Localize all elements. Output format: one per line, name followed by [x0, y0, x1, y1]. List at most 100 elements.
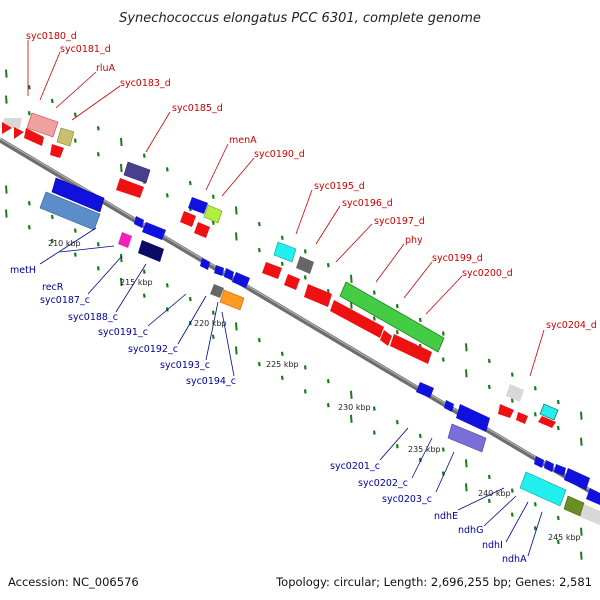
feature-arrow-j[interactable] [516, 412, 528, 424]
label-syc0200_d[interactable]: syc0200_d [462, 268, 513, 279]
feature-grey-end[interactable] [580, 504, 600, 525]
feature-arrow-g[interactable] [284, 274, 300, 290]
feature-arrow-r4[interactable] [444, 400, 454, 412]
feature-syc0183[interactable] [24, 128, 44, 146]
feature-ndhA[interactable] [563, 495, 585, 517]
tick-mark [96, 266, 100, 271]
feature-arrow-d[interactable] [180, 211, 196, 227]
label-metH[interactable]: metH [10, 265, 36, 276]
feature-syc0199[interactable] [330, 300, 384, 338]
feature-arrow-r3[interactable] [224, 268, 234, 280]
feature-metH-blue[interactable] [51, 177, 105, 213]
label-rluA[interactable]: rluA [96, 63, 116, 74]
feature-arrow-r1[interactable] [134, 216, 144, 228]
tick-mark [188, 296, 192, 302]
label-syc0191_c[interactable]: syc0191_c [98, 327, 148, 338]
feature-syc0200[interactable] [390, 334, 432, 364]
tick-mark [211, 334, 215, 339]
tick-mark [510, 398, 514, 403]
tick-mark [211, 220, 215, 225]
feature-syc0202[interactable] [456, 404, 490, 432]
feature-reverse-blue-a[interactable] [188, 197, 208, 214]
label-syc0193_c[interactable]: syc0193_c [160, 360, 210, 371]
feature-syc0203[interactable] [447, 423, 487, 453]
label-syc0181_d[interactable]: syc0181_d [60, 44, 111, 55]
feature-recR[interactable] [118, 232, 132, 248]
feature-syc0197[interactable] [304, 284, 332, 307]
feature-arrow-r2[interactable] [214, 265, 224, 276]
feature-syc0191[interactable] [200, 258, 210, 270]
feature-phy[interactable] [339, 281, 445, 353]
label-syc0199_d[interactable]: syc0199_d [432, 253, 483, 264]
feature-metH[interactable] [39, 191, 101, 231]
label-syc0196_d[interactable]: syc0196_d [342, 198, 393, 209]
label-syc0197_d[interactable]: syc0197_d [374, 216, 425, 227]
feature-syc0196[interactable] [296, 256, 314, 274]
feature-ndhE[interactable] [534, 456, 544, 468]
label-ndhG[interactable]: ndhG [458, 525, 483, 536]
label-syc0183_d[interactable]: syc0183_d [120, 78, 171, 89]
label-syc0187_c[interactable]: syc0187_c [40, 295, 90, 306]
label-syc0194_c[interactable]: syc0194_c [186, 376, 236, 387]
feature-arrow-k[interactable] [538, 416, 556, 428]
label-ndhA[interactable]: ndhA [502, 554, 527, 565]
feature-arrow-c[interactable] [50, 144, 64, 158]
label-menA[interactable]: menA [229, 135, 257, 146]
tick-mark [465, 369, 468, 378]
tick-mark [280, 351, 284, 356]
feature-menA-body[interactable] [116, 178, 144, 198]
feature-syc0190[interactable] [203, 204, 223, 224]
label-syc0204_d[interactable]: syc0204_d [546, 320, 597, 331]
feature-arrow-r7[interactable] [586, 488, 600, 505]
reverse-label-group: metH recR syc0187_c syc0188_c syc0191_c … [10, 265, 527, 565]
label-syc0180_d[interactable]: syc0180_d [26, 31, 77, 42]
topology-summary: Topology: circular; Length: 2,696,255 bp… [275, 575, 592, 589]
feature-syc0194[interactable] [219, 289, 245, 311]
feature-syc0187[interactable] [142, 222, 166, 240]
tick-mark [50, 214, 54, 220]
label-recR[interactable]: recR [42, 282, 64, 293]
kbp-label-230: 230 kbp [338, 403, 371, 412]
tick-mark [235, 346, 238, 355]
feature-syc0185[interactable] [123, 161, 151, 184]
feature-syc0201[interactable] [416, 382, 434, 398]
feature-cyan-small[interactable] [539, 403, 559, 421]
tick-mark [487, 474, 491, 480]
feature-syc0195[interactable] [273, 241, 297, 263]
label-syc0185_d[interactable]: syc0185_d [172, 103, 223, 114]
label-syc0201_c[interactable]: syc0201_c [330, 461, 380, 472]
label-syc0192_c[interactable]: syc0192_c [128, 344, 178, 355]
label-syc0195_d[interactable]: syc0195_d [314, 181, 365, 192]
feature-ndhG[interactable] [564, 468, 590, 490]
label-syc0190_d[interactable]: syc0190_d [254, 149, 305, 160]
feature-arrow-e[interactable] [194, 222, 210, 238]
kbp-label-235: 235 kbp [408, 445, 441, 454]
feature-rluA[interactable] [56, 127, 75, 147]
tick-mark [120, 163, 123, 173]
kbp-label-group: 210 kbp 215 kbp 220 kbp 225 kbp 230 kbp … [48, 239, 581, 542]
tick-mark [27, 225, 31, 230]
label-syc0202_c[interactable]: syc0202_c [358, 478, 408, 489]
feature-arrow-f[interactable] [262, 262, 282, 279]
feature-syc0204[interactable] [506, 384, 524, 402]
tick-mark [303, 365, 307, 370]
tick-mark [303, 275, 307, 280]
label-ndhI[interactable]: ndhI [482, 540, 503, 551]
feature-syc0188[interactable] [138, 240, 164, 262]
feature-syc0181[interactable] [26, 112, 59, 138]
feature-arrow-r6[interactable] [554, 464, 566, 476]
feature-arrow-h[interactable] [380, 330, 392, 346]
label-phy[interactable]: phy [405, 235, 423, 246]
feature-arrow-a[interactable] [2, 122, 12, 134]
label-syc0203_c[interactable]: syc0203_c [382, 494, 432, 505]
tick-mark [165, 167, 169, 172]
feature-arrow-b[interactable] [14, 127, 24, 139]
feature-arrow-i[interactable] [498, 404, 514, 418]
feature-arrow-r5[interactable] [544, 460, 554, 472]
feature-syc0193[interactable] [210, 284, 224, 298]
feature-syc0192[interactable] [232, 272, 250, 288]
label-syc0188_c[interactable]: syc0188_c [68, 312, 118, 323]
label-ndhE[interactable]: ndhE [434, 511, 458, 522]
feature-ndhI[interactable] [519, 471, 567, 507]
tick-mark [257, 361, 261, 367]
